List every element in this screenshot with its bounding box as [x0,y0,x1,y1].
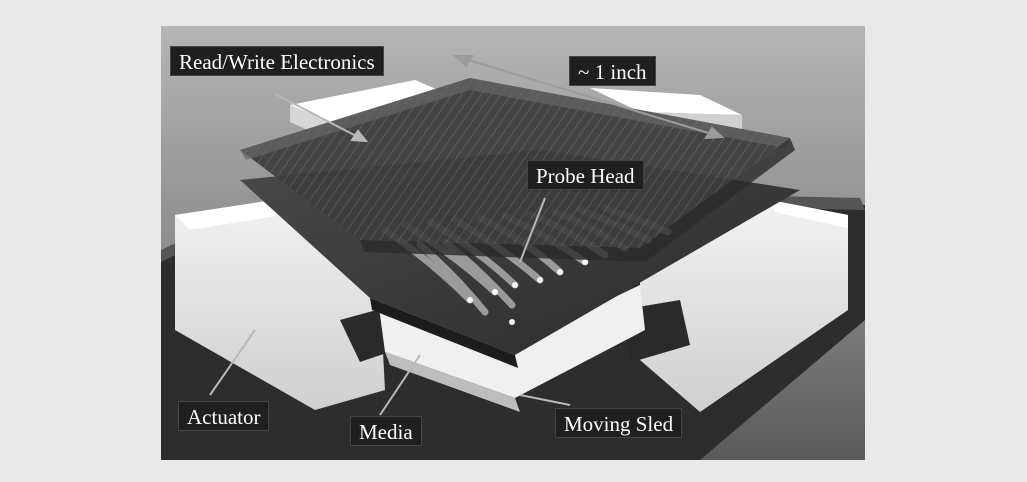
probe-tips [467,259,588,325]
leader-lines [209,93,571,416]
back-right-actuator [590,88,742,115]
label-media: Media [350,416,422,446]
back-left-actuator [290,80,450,122]
label-probe-head: Probe Head [527,160,644,190]
moving-sled-edge [385,352,520,412]
label-read-write-electronics: Read/Write Electronics [170,46,384,76]
label-dimension: ~ 1 inch [569,56,656,86]
label-actuator: Actuator [178,401,270,431]
read-write-plate-front-edge [360,138,795,262]
dimension-arrow [452,55,725,140]
right-actuator-top [770,200,848,228]
read-write-plate-edge [240,78,790,160]
label-moving-sled: Moving Sled [555,408,683,438]
media-chip-edge [370,298,518,368]
right-actuator-block [640,200,848,412]
moving-sled [378,285,645,398]
